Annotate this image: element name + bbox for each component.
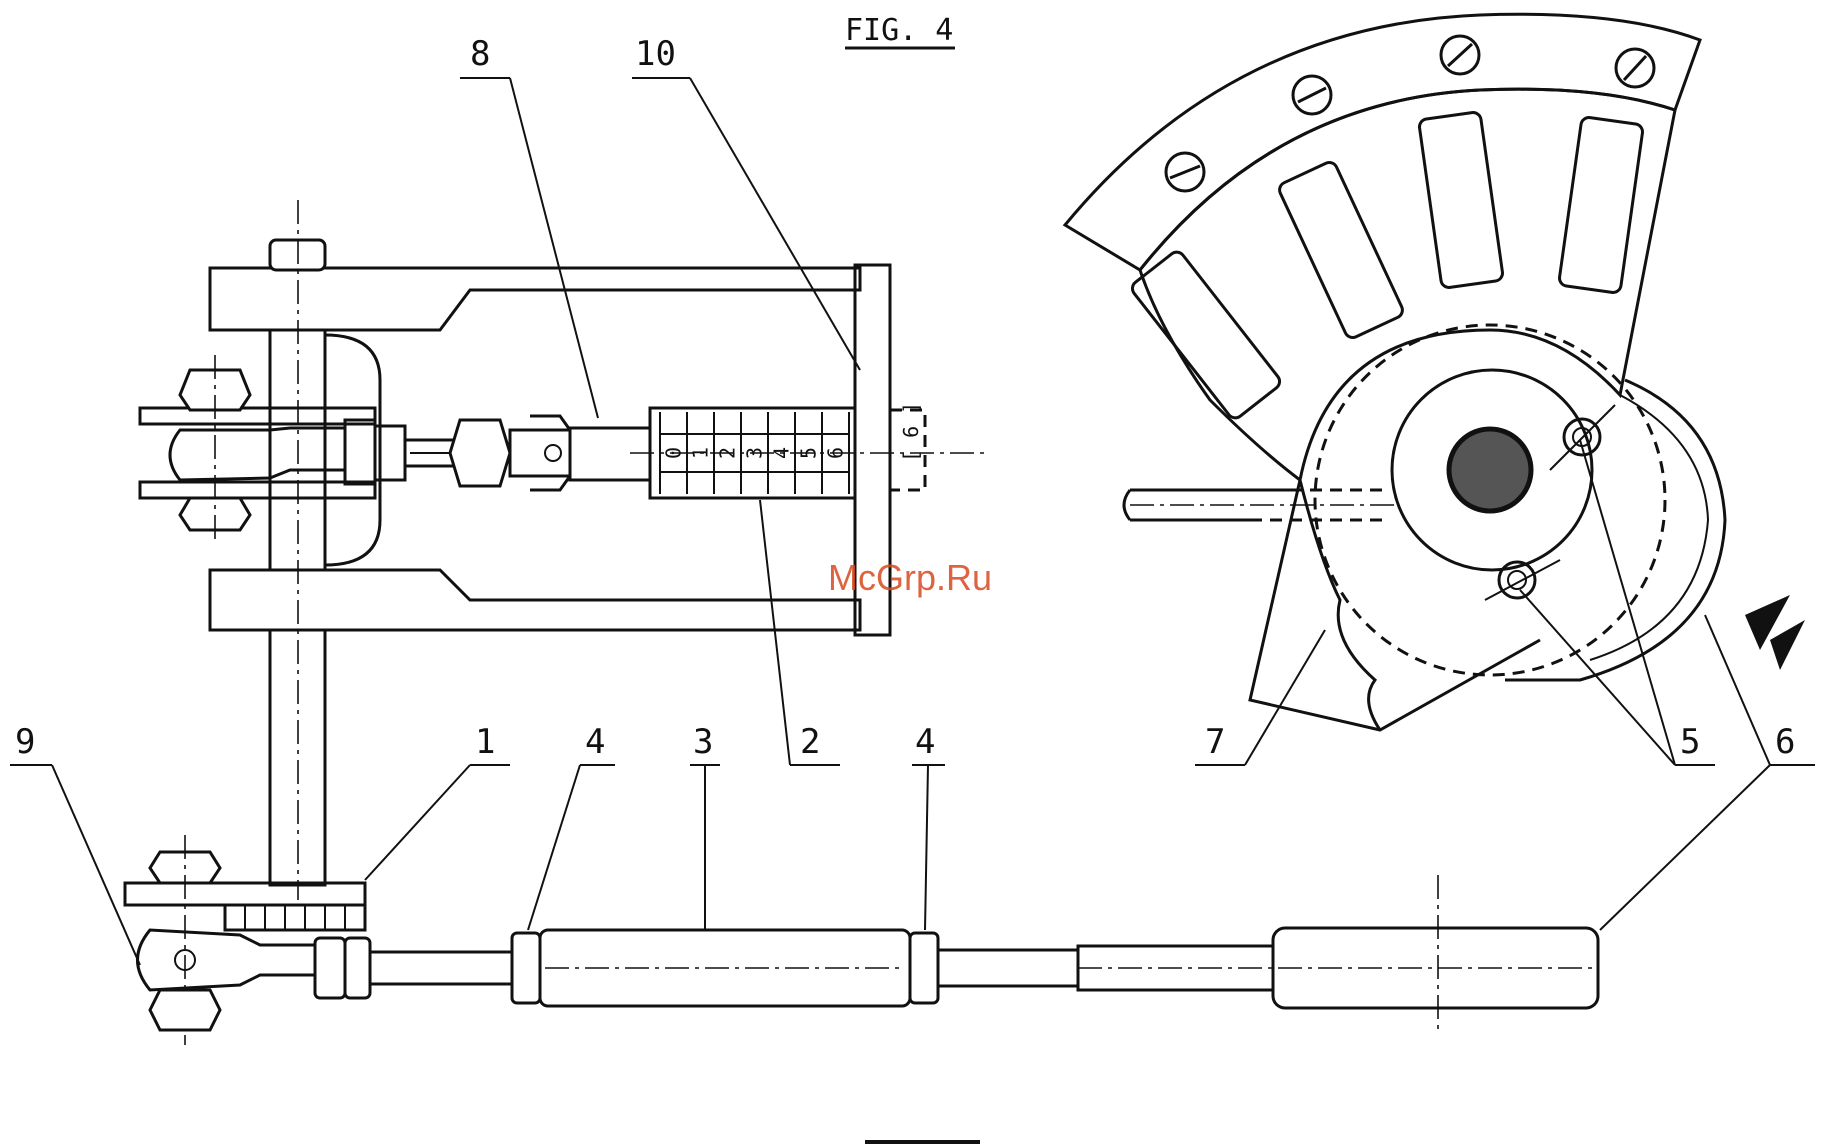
callout-5: 5 — [1680, 722, 1700, 762]
callout-4-right: 4 — [915, 722, 935, 762]
fan-sector — [1065, 14, 1805, 730]
callout-3: 3 — [693, 722, 713, 762]
callout-8: 8 — [470, 34, 490, 74]
callout-1: 1 — [475, 722, 495, 762]
lever-teeth — [225, 905, 365, 930]
callout-labels: 8 10 2 9 1 4 3 4 7 5 6 — [15, 34, 1795, 762]
hub-hatch — [1450, 430, 1530, 510]
callout-7: 7 — [1205, 722, 1225, 762]
sector-screws — [1166, 36, 1654, 191]
figure-title-text: FIG. 4 — [845, 13, 953, 48]
callout-10: 10 — [635, 34, 676, 74]
callout-6: 6 — [1775, 722, 1795, 762]
figure-title: FIG. 4 — [845, 13, 955, 48]
callout-2: 2 — [800, 722, 820, 762]
watermark: McGrp.Ru — [828, 557, 992, 598]
callout-4-left: 4 — [585, 722, 605, 762]
callout-leaders — [10, 78, 1815, 965]
turnbuckle-assembly — [125, 835, 1598, 1045]
bottom-bar — [865, 1140, 980, 1144]
callout-9: 9 — [15, 722, 35, 762]
